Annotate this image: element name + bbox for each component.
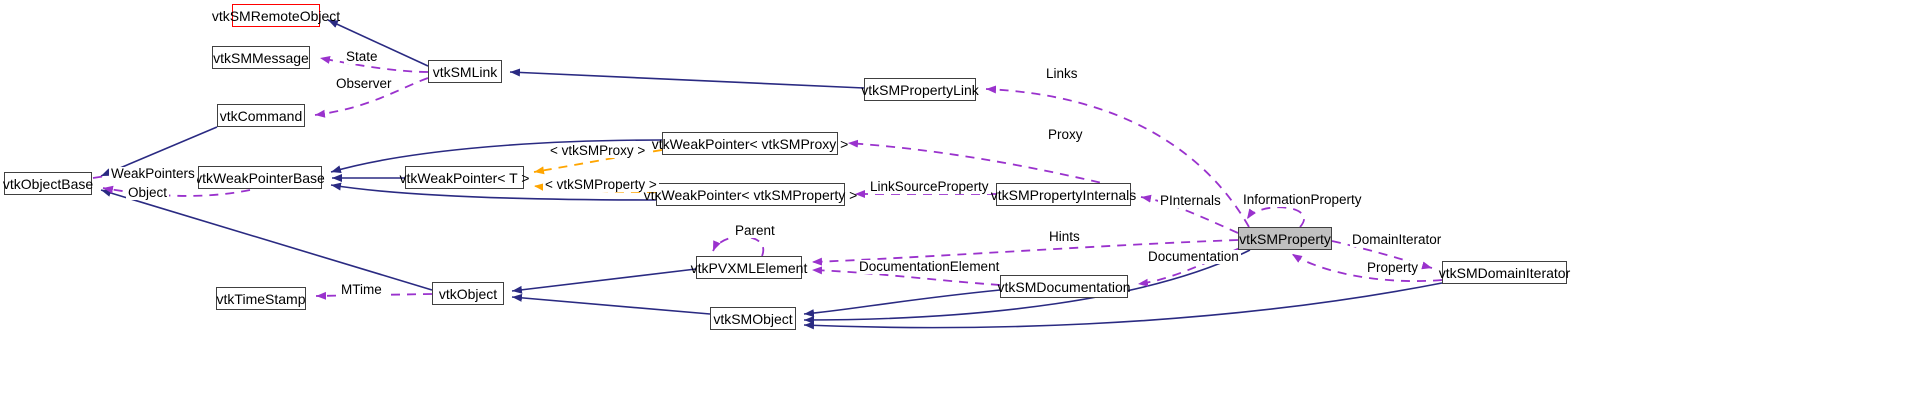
edge-label-property: Property bbox=[1365, 260, 1421, 275]
edge-label-documentationelement: DocumentationElement bbox=[857, 259, 1002, 274]
node-label: vtkWeakPointer< vtkSMProxy > bbox=[651, 135, 849, 152]
node-vtksmobject[interactable]: vtkSMObject bbox=[710, 307, 796, 330]
inheritance-edges bbox=[100, 19, 1443, 330]
node-vtksmpropertyinternals[interactable]: vtkSMPropertyInternals bbox=[991, 183, 1136, 206]
node-label: vtkSMObject bbox=[713, 310, 793, 327]
node-label: vtkObject bbox=[438, 285, 498, 302]
edge-label-documentation: Documentation bbox=[1146, 249, 1241, 264]
node-label: vtkSMMessage bbox=[213, 49, 309, 66]
node-vtksmdomainiterator[interactable]: vtkSMDomainIterator bbox=[1438, 261, 1571, 284]
node-label: vtkSMProperty bbox=[1239, 230, 1331, 247]
node-label: vtkWeakPointer< vtkSMProperty > bbox=[643, 186, 858, 203]
node-vtkcommand[interactable]: vtkCommand bbox=[217, 104, 305, 127]
node-vtksmremoteobject[interactable]: vtkSMRemoteObject bbox=[212, 4, 340, 27]
edge-label-proxy: Proxy bbox=[1046, 127, 1085, 142]
edge-label-weakpointers: WeakPointers bbox=[109, 166, 197, 181]
edge-label-state: State bbox=[344, 49, 380, 64]
node-label: vtkTimeStamp bbox=[216, 290, 306, 307]
edge-label-object: Object bbox=[126, 185, 170, 200]
node-vtkobject[interactable]: vtkObject bbox=[432, 282, 504, 305]
node-label: vtkPVXMLElement bbox=[690, 259, 808, 276]
node-vtkweakpointer-vtksmproxy[interactable]: vtkWeakPointer< vtkSMProxy > bbox=[652, 132, 848, 155]
template-label-vtksmproxy: < vtkSMProxy > bbox=[548, 143, 648, 158]
node-label: vtkSMDomainIterator bbox=[1438, 264, 1571, 281]
usage-edges bbox=[92, 56, 1443, 300]
edge-label-informationproperty: InformationProperty bbox=[1241, 192, 1364, 207]
node-vtktimestamp[interactable]: vtkTimeStamp bbox=[216, 287, 306, 310]
node-label: vtkCommand bbox=[219, 107, 303, 124]
edge-label-hints: Hints bbox=[1047, 229, 1082, 244]
node-label: vtkSMPropertyInternals bbox=[990, 186, 1137, 203]
node-label: vtkSMLink bbox=[432, 63, 498, 80]
edge-label-links: Links bbox=[1044, 66, 1080, 81]
node-vtkweakpointer-t[interactable]: vtkWeakPointer< T > bbox=[400, 166, 529, 189]
node-vtksmlink[interactable]: vtkSMLink bbox=[428, 60, 502, 83]
template-label-vtksmproperty: < vtkSMProperty > bbox=[543, 177, 659, 192]
edge-label-pinternals: PInternals bbox=[1158, 193, 1223, 208]
node-label: vtkSMDocumentation bbox=[997, 278, 1131, 295]
node-label: vtkSMPropertyLink bbox=[861, 81, 979, 98]
node-vtksmmessage[interactable]: vtkSMMessage bbox=[212, 46, 310, 69]
node-label: vtkObjectBase bbox=[2, 175, 94, 192]
node-label: vtkWeakPointer< T > bbox=[399, 169, 530, 186]
node-vtksmproperty[interactable]: vtkSMProperty bbox=[1238, 227, 1332, 250]
edge-label-parent: Parent bbox=[733, 223, 777, 238]
node-vtkweakpointer-vtksmproperty[interactable]: vtkWeakPointer< vtkSMProperty > bbox=[644, 183, 857, 206]
node-vtkweakpointerbase[interactable]: vtkWeakPointerBase bbox=[195, 166, 325, 189]
node-vtkobjectbase[interactable]: vtkObjectBase bbox=[2, 172, 94, 195]
node-label: vtkWeakPointerBase bbox=[195, 169, 325, 186]
node-label: vtkSMRemoteObject bbox=[211, 7, 341, 24]
edge-label-domainiterator: DomainIterator bbox=[1350, 232, 1444, 247]
edge-label-linksourceproperty: LinkSourceProperty bbox=[868, 179, 991, 194]
node-vtksmdocumentation[interactable]: vtkSMDocumentation bbox=[997, 275, 1131, 298]
node-vtksmpropertylink[interactable]: vtkSMPropertyLink bbox=[861, 78, 979, 101]
edge-label-observer: Observer bbox=[334, 76, 394, 91]
node-vtkpvxmlelement[interactable]: vtkPVXMLElement bbox=[691, 256, 807, 279]
edge-label-mtime: MTime bbox=[339, 282, 384, 297]
